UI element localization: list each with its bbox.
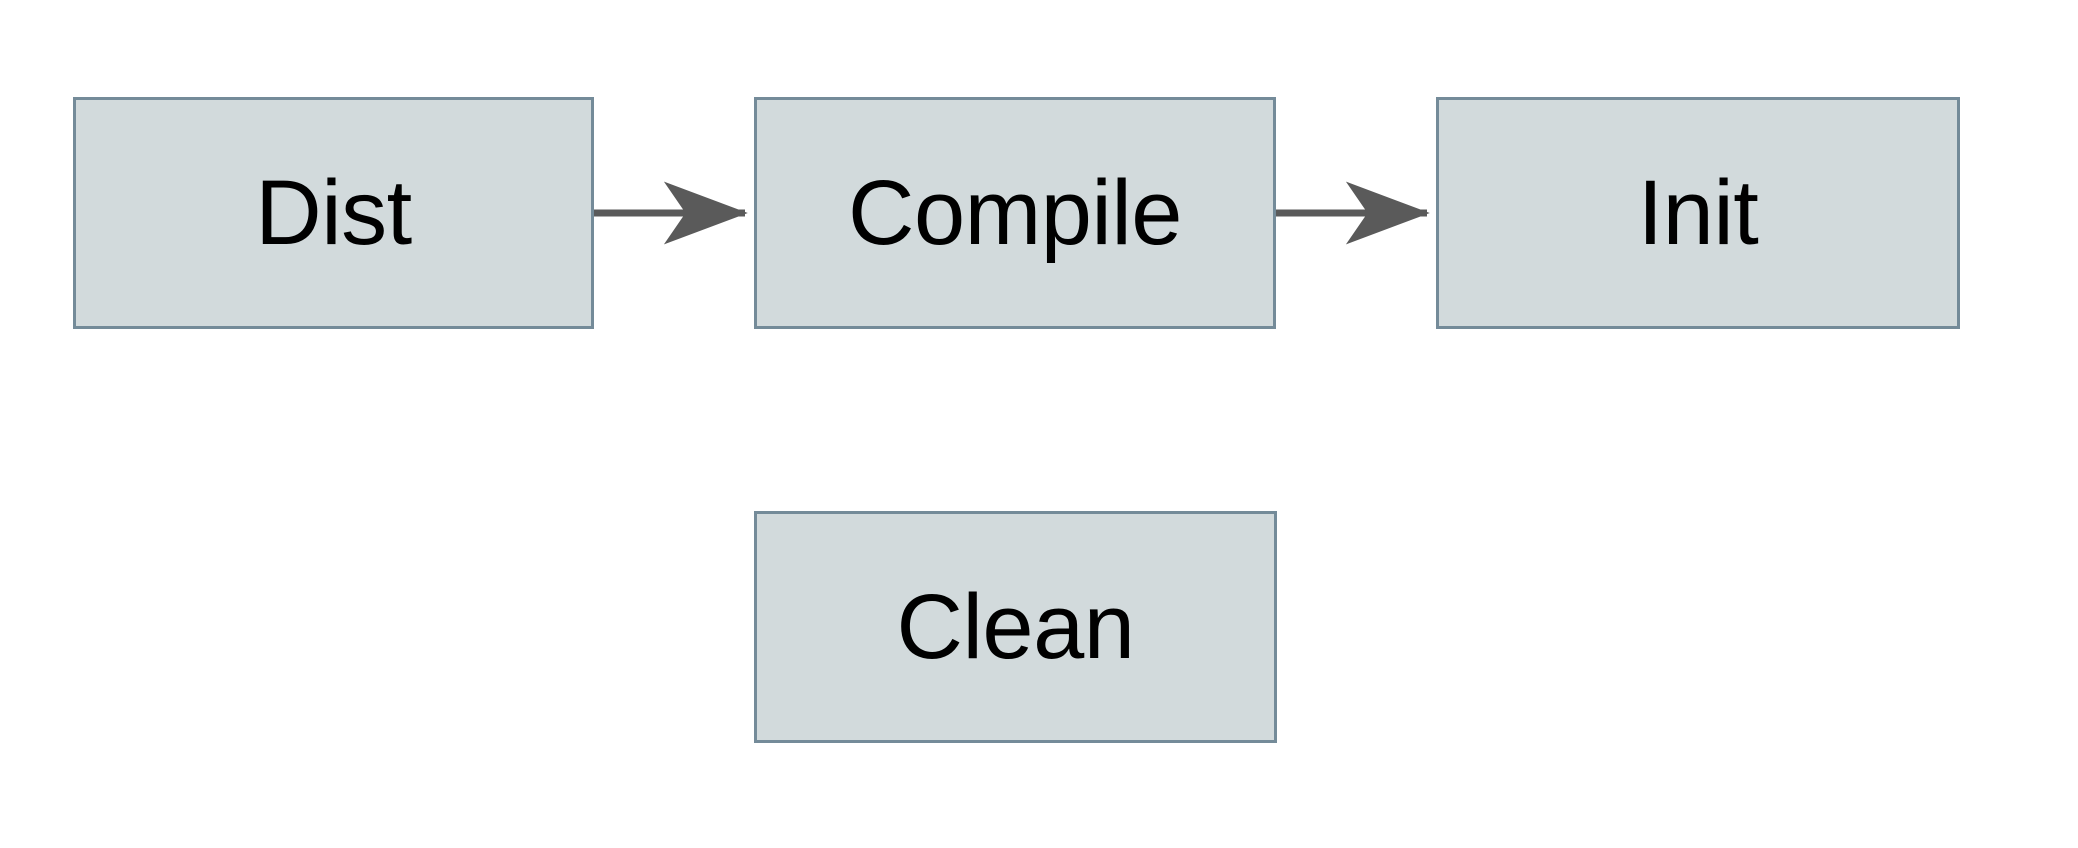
node-compile[interactable]: Compile <box>754 97 1276 329</box>
node-dist[interactable]: Dist <box>73 97 594 329</box>
node-label-compile: Compile <box>848 162 1182 264</box>
node-clean[interactable]: Clean <box>754 511 1277 743</box>
node-label-dist: Dist <box>255 162 412 264</box>
node-init[interactable]: Init <box>1436 97 1960 329</box>
node-label-init: Init <box>1637 162 1759 264</box>
node-label-clean: Clean <box>896 576 1135 678</box>
